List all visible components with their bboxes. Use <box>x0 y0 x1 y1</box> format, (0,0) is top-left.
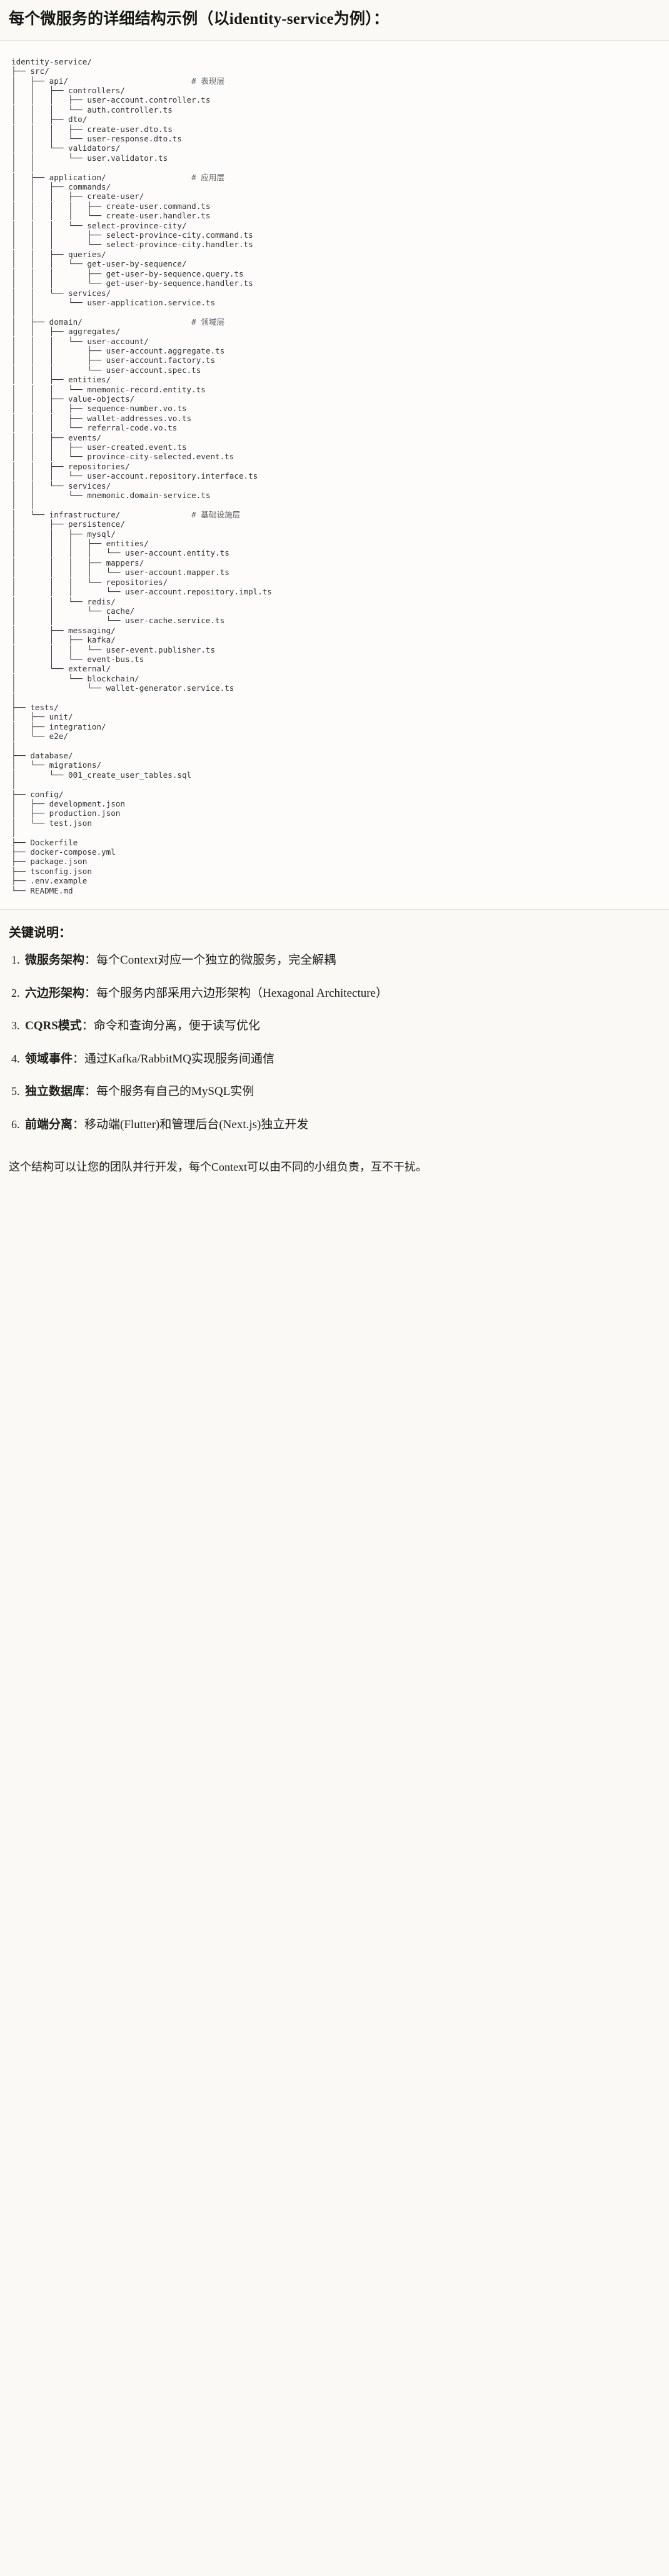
key-point-term: 六边形架构 <box>25 986 85 1000</box>
key-point-term: 微服务架构 <box>25 954 85 967</box>
tree-comment: # 表现层 <box>191 76 225 86</box>
key-point-description: 移动端(Flutter)和管理后台(Next.js)独立开发 <box>84 1117 309 1131</box>
title-divider <box>0 39 669 41</box>
page-title: 每个微服务的详细结构示例（以identity-service为例）： <box>9 11 390 28</box>
code-divider <box>0 909 669 910</box>
document-page: 每个微服务的详细结构示例（以identity-service为例）： ident… <box>0 0 669 1190</box>
directory-tree: identity-service/ ├── src/ │ ├── api/ # … <box>11 56 273 895</box>
key-point-description: 每个服务有自己的MySQL实例 <box>96 1085 254 1099</box>
key-point-description: 每个服务内部采用六边形架构（Hexagonal Architecture） <box>96 986 388 1000</box>
key-points-section: 关键说明： 微服务架构：每个Context对应一个独立的微服务，完全解耦 六边形… <box>0 910 669 1153</box>
key-point-term: CQRS模式 <box>25 1019 82 1033</box>
list-item: 前端分离：移动端(Flutter)和管理后台(Next.js)独立开发 <box>23 1116 660 1134</box>
key-point-description: 通过Kafka/RabbitMQ实现服务间通信 <box>84 1052 275 1066</box>
key-point-term: 独立数据库 <box>25 1085 85 1099</box>
key-point-term: 前端分离 <box>25 1117 73 1131</box>
key-point-separator: ： <box>84 986 97 1000</box>
key-point-separator: ： <box>73 1052 85 1066</box>
list-item: 领域事件：通过Kafka/RabbitMQ实现服务间通信 <box>23 1051 660 1069</box>
key-point-separator: ： <box>81 1019 94 1033</box>
key-point-separator: ： <box>84 1085 97 1099</box>
code-block-directory-tree: identity-service/ ├── src/ │ ├── api/ # … <box>0 40 669 910</box>
tree-comment: # 应用层 <box>191 172 225 182</box>
key-point-description: 命令和查询分离，便于读写优化 <box>93 1019 260 1033</box>
key-point-separator: ： <box>73 1117 85 1131</box>
key-points-title: 关键说明： <box>9 926 71 940</box>
tree-comment: # 领域层 <box>191 317 225 327</box>
list-item: 六边形架构：每个服务内部采用六边形架构（Hexagonal Architectu… <box>23 985 660 1003</box>
closing-paragraph: 这个结构可以让您的团队并行开发，每个Context可以由不同的小组负责，互不干扰… <box>9 1161 427 1174</box>
key-point-separator: ： <box>84 954 97 967</box>
key-point-description: 每个Context对应一个独立的微服务，完全解耦 <box>96 954 336 967</box>
list-item: 独立数据库：每个服务有自己的MySQL实例 <box>23 1083 660 1101</box>
key-points-list: 微服务架构：每个Context对应一个独立的微服务，完全解耦 六边形架构：每个服… <box>9 952 660 1134</box>
tree-comment: # 基础设施层 <box>191 509 241 519</box>
list-item: 微服务架构：每个Context对应一个独立的微服务，完全解耦 <box>23 952 660 970</box>
list-item: CQRS模式：命令和查询分离，便于读写优化 <box>23 1017 660 1036</box>
key-point-term: 领域事件 <box>25 1052 73 1066</box>
